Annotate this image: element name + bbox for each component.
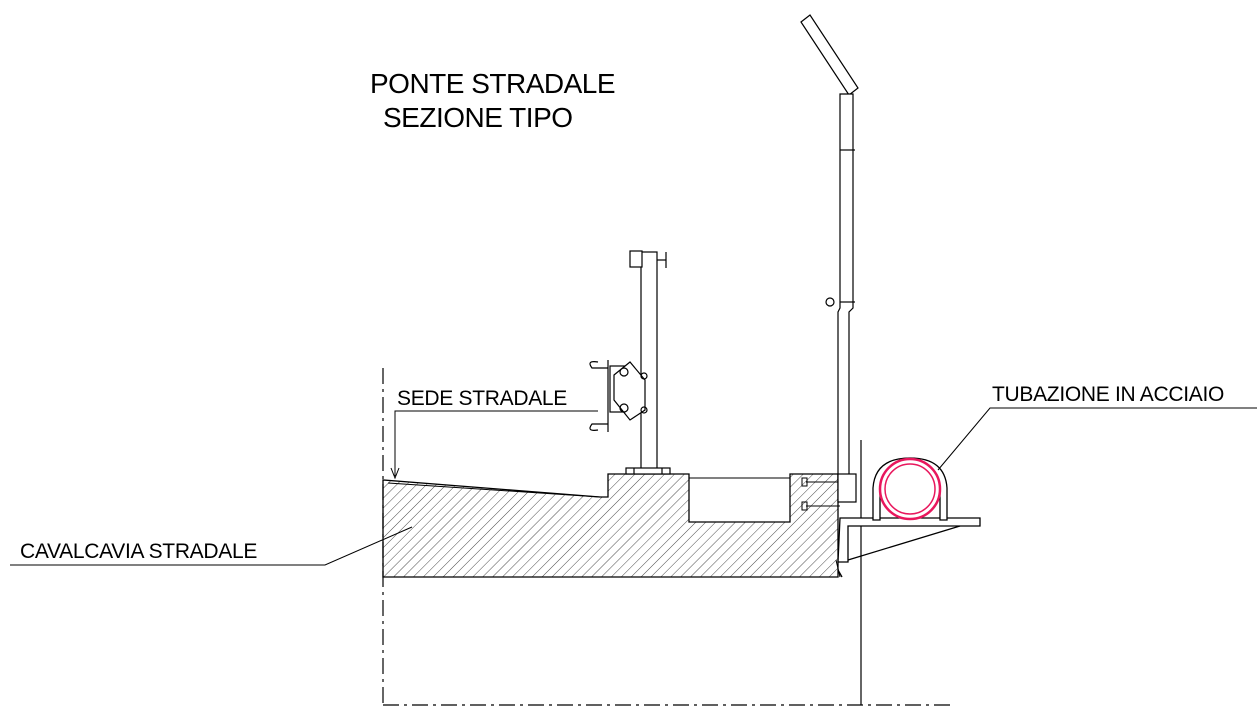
leaders bbox=[10, 407, 1257, 566]
road-leader bbox=[394, 410, 598, 476]
pipe-bracket bbox=[837, 517, 981, 578]
guardrail-post bbox=[640, 251, 658, 473]
steel-pipe-label: TUBAZIONE IN ACCIAIO bbox=[992, 383, 1225, 406]
lamp-pole bbox=[837, 93, 854, 481]
steel-pipe bbox=[872, 457, 948, 521]
lamp-head bbox=[800, 14, 859, 96]
lamp-post bbox=[800, 14, 859, 503]
drawing-title-line1: PONTE STRADALE bbox=[370, 68, 616, 99]
guardrail bbox=[589, 250, 671, 475]
deck-concrete bbox=[382, 473, 839, 578]
road-surface-line bbox=[387, 482, 601, 498]
bridge-deck-section bbox=[382, 473, 841, 578]
pipe-inner bbox=[884, 463, 936, 515]
drawing-title-line2: SEZIONE TIPO bbox=[383, 102, 573, 133]
overpass-leader bbox=[10, 526, 413, 566]
pipe-leader bbox=[937, 407, 1257, 471]
road-surface-label: SEDE STRADALE bbox=[397, 387, 567, 410]
overpass-label: CAVALCAVIA STRADALE bbox=[20, 540, 258, 563]
